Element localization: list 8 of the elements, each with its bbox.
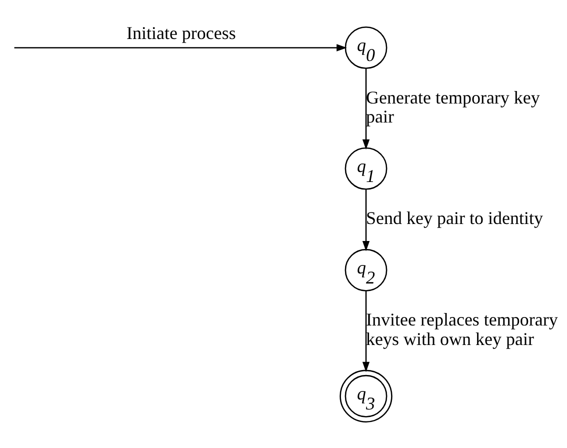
edge-label: Generate temporary key pair <box>366 86 540 126</box>
arrow <box>362 68 370 150</box>
edge-label: Send key pair to identity <box>366 208 543 228</box>
arrow <box>14 44 347 51</box>
arrow <box>362 290 370 372</box>
arrow <box>362 188 370 251</box>
edge-label: Initiate process <box>126 22 236 42</box>
edge-label: Invitee replaces temporary keys with own key pair <box>366 309 558 348</box>
